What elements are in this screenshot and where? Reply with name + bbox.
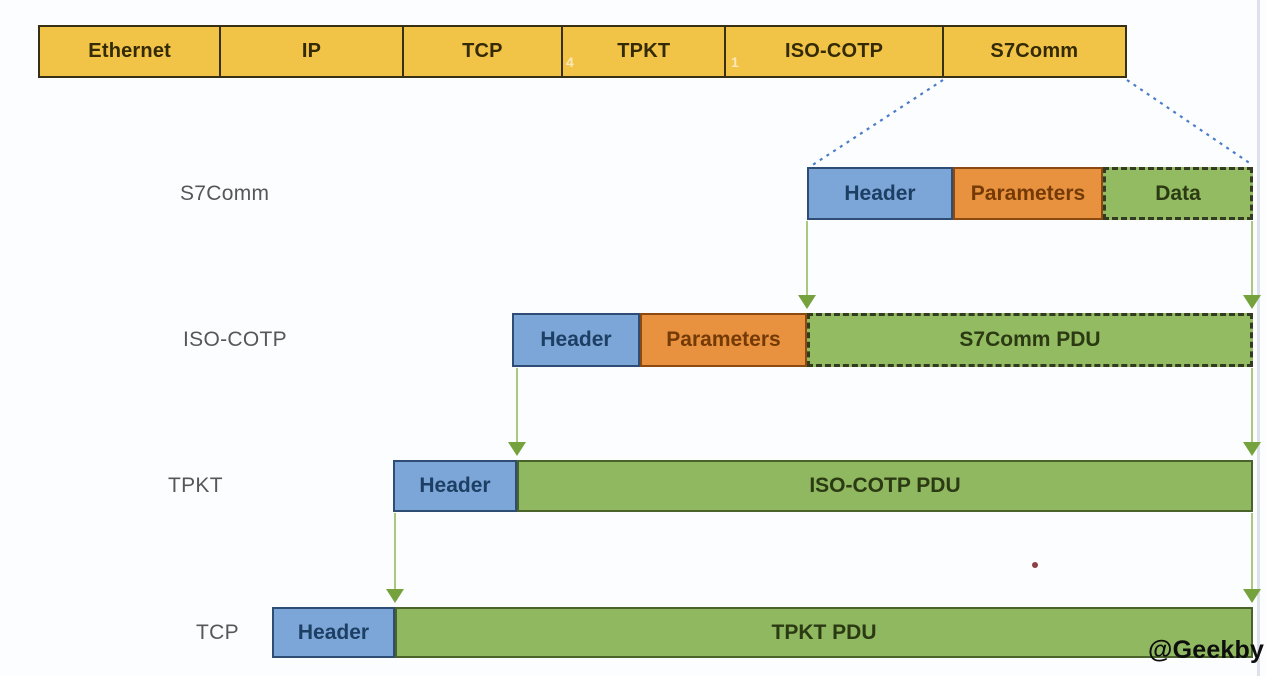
arrow-down-icon — [1243, 589, 1261, 603]
row-label-s7comm: S7Comm — [180, 181, 270, 205]
encapsulation-arrow-line — [394, 513, 396, 589]
tcp-payload-box: TPKT PDU — [395, 607, 1253, 658]
s7comm-parameters-box: Parameters — [953, 167, 1103, 220]
tpkt-header-box: Header — [393, 460, 517, 512]
s7comm-data-box: Data — [1103, 167, 1253, 220]
arrow-down-icon — [798, 295, 816, 309]
box-label: ISO-COTP PDU — [809, 474, 961, 497]
box-label: Header — [844, 181, 916, 205]
expansion-dotted-line-right — [1126, 79, 1252, 165]
row-label-iso-cotp: ISO-COTP — [183, 328, 287, 351]
stack-segment-iso-cotp: ISO-COTP — [726, 27, 944, 76]
arrow-down-icon — [386, 589, 404, 603]
iso-cotp-header-box: Header — [512, 313, 640, 367]
stack-segment-tpkt: TPKT — [563, 27, 727, 76]
encapsulation-arrow-line — [516, 368, 518, 442]
box-label: Header — [297, 620, 370, 644]
tcp-header-box: Header — [272, 607, 395, 658]
segment-label: ISO-COTP — [784, 40, 884, 62]
row-label-tcp: TCP — [196, 620, 239, 644]
segment-label: S7Comm — [990, 40, 1079, 62]
box-label: Parameters — [666, 328, 781, 351]
row-label-tpkt: TPKT — [168, 474, 223, 497]
stack-segment-ethernet: Ethernet — [40, 27, 222, 76]
encapsulation-arrow-line — [1251, 221, 1253, 295]
arrow-down-icon — [508, 442, 526, 456]
segment-label: TPKT — [617, 40, 671, 62]
box-label: TPKT PDU — [771, 620, 877, 644]
encapsulation-arrow-line — [806, 221, 808, 295]
expansion-dotted-line-left — [810, 79, 944, 167]
arrow-down-icon — [1243, 442, 1261, 456]
stack-segment-tcp: TCP — [403, 27, 564, 76]
encapsulation-arrow-line — [1251, 513, 1253, 589]
iso-cotp-payload-box: S7Comm PDU — [807, 313, 1253, 367]
s7comm-header-box: Header — [807, 167, 953, 220]
box-label: Header — [540, 328, 612, 351]
faint-overlay-digit: 1 — [731, 54, 739, 70]
segment-label: IP — [301, 40, 322, 62]
faint-overlay-digit: 4 — [566, 54, 574, 70]
box-label: Header — [419, 474, 491, 497]
iso-cotp-parameters-box: Parameters — [640, 313, 807, 367]
screen-edge-line — [1257, 0, 1260, 676]
protocol-stack-bar: Ethernet IP TCP TPKT ISO-COTP S7Comm — [38, 25, 1127, 78]
tpkt-payload-box: ISO-COTP PDU — [517, 460, 1253, 512]
pointer-dot — [1032, 562, 1038, 568]
box-label: Data — [1155, 181, 1201, 205]
segment-label: Ethernet — [88, 40, 172, 62]
arrow-down-icon — [1243, 295, 1261, 309]
watermark-text: @Geekby — [1148, 636, 1265, 664]
stack-segment-s7comm: S7Comm — [943, 27, 1126, 76]
encapsulation-arrow-line — [1251, 368, 1253, 442]
segment-label: TCP — [462, 40, 503, 62]
stack-segment-ip: IP — [221, 27, 404, 76]
box-label: Parameters — [970, 181, 1086, 205]
box-label: S7Comm PDU — [959, 328, 1101, 351]
